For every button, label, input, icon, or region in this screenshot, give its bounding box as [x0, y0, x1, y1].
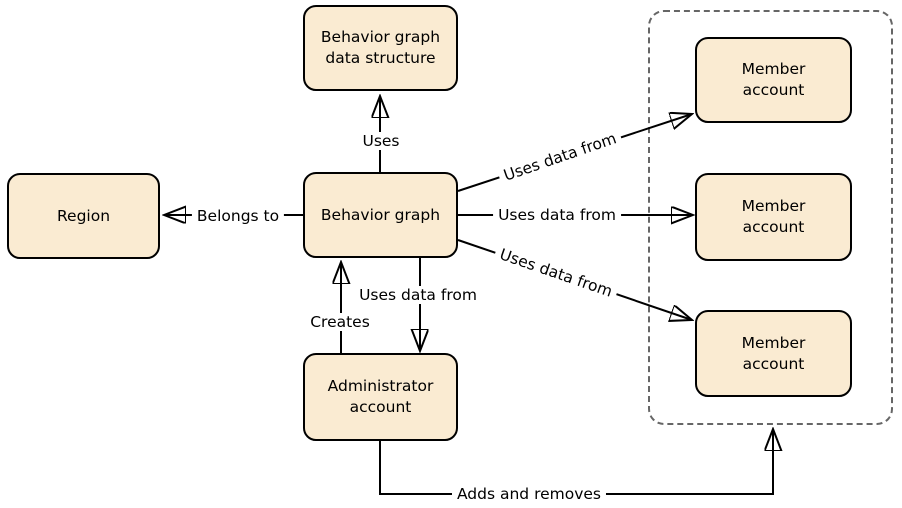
edge-label-uses-data-from-member2: Uses data from	[493, 206, 621, 224]
edge-label-adds-and-removes: Adds and removes	[451, 485, 607, 503]
node-member-account-1: Member account	[695, 37, 852, 123]
node-administrator-account: Administrator account	[303, 353, 458, 441]
edge-label-uses: Uses	[357, 132, 405, 150]
node-region: Region	[7, 173, 160, 259]
node-behavior-graph: Behavior graph	[303, 172, 458, 258]
node-member-account-2: Member account	[695, 173, 852, 261]
node-behavior-graph-data-structure: Behavior graph data structure	[303, 5, 458, 91]
edge-label-creates: Creates	[305, 313, 375, 331]
edge-label-belongs-to: Belongs to	[191, 207, 285, 225]
node-member-account-3: Member account	[695, 310, 852, 397]
edge-label-uses-data-from-admin: Uses data from	[354, 286, 482, 304]
member-accounts-group-boundary	[648, 10, 893, 425]
